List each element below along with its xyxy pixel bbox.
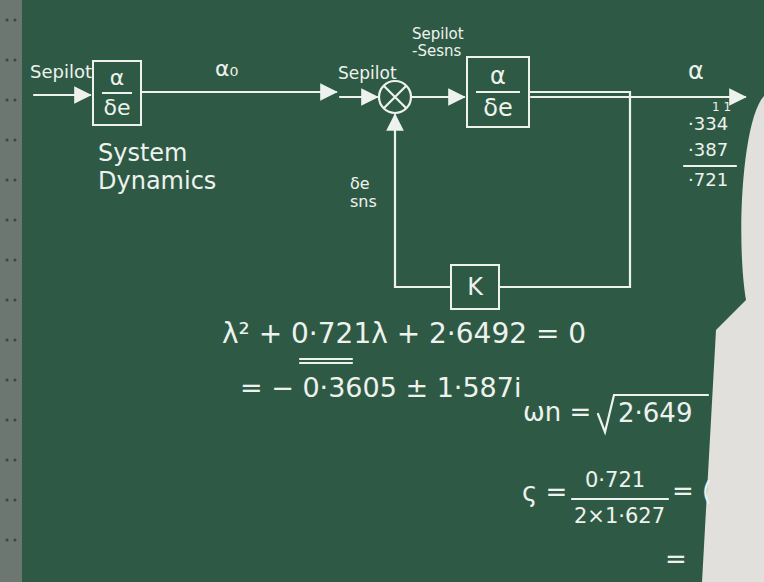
fraction-numerator: 0·721 (585, 468, 645, 492)
equation: ωn = (523, 398, 591, 428)
fraction-bar (572, 498, 668, 500)
equation: λ² + 0·721λ + 2·6492 = 0 (222, 318, 586, 350)
sum-number: ·721 (688, 170, 728, 191)
fraction-denominator: 2×1·627 (574, 504, 665, 528)
equation: = ( (672, 477, 712, 507)
underline (300, 359, 352, 363)
node-text: α (490, 63, 506, 89)
transfer-function-box: α δe (466, 56, 530, 128)
sqrt-sign (598, 395, 708, 432)
feedback-line (395, 115, 450, 287)
node-text: α (110, 66, 125, 90)
node-text: K (467, 274, 483, 300)
output-arrow (531, 96, 745, 98)
equation: = (665, 545, 687, 575)
input-arrow (340, 96, 377, 98)
signal-name: α₀ (215, 56, 238, 81)
equation: ς = (522, 478, 567, 508)
equation: 2·649 (618, 399, 692, 429)
signal-name: α (688, 58, 704, 86)
node-text: δe (104, 96, 131, 120)
summing-junction (379, 81, 411, 113)
transfer-function-box: α δe (92, 60, 142, 126)
carry-digits: 1 1 (712, 101, 731, 115)
feedback-connector (500, 92, 630, 287)
signal-name: δe sns (350, 175, 386, 212)
node-text: δe (483, 95, 512, 121)
output-arrow (142, 91, 336, 93)
board-frame (0, 0, 22, 582)
sum-number: ·334 (688, 114, 728, 135)
person (702, 96, 764, 582)
junction-cross (384, 86, 406, 108)
frame-dots (6, 19, 17, 542)
input-arrow (34, 94, 90, 96)
signal-name: Sepilot -Sesns (412, 26, 470, 61)
gain-box: K (450, 264, 500, 310)
fraction-bar (102, 92, 132, 94)
signal-line (411, 96, 464, 98)
sum-number: ·387 (688, 140, 728, 161)
signal-name: Sepilot (30, 62, 92, 83)
equation: = − 0·3605 ± 1·587i (240, 372, 521, 403)
block-caption: System Dynamics (98, 140, 228, 195)
fraction-bar (476, 91, 520, 93)
signal-name: Sepilot (338, 64, 397, 84)
sum-line (684, 165, 736, 167)
